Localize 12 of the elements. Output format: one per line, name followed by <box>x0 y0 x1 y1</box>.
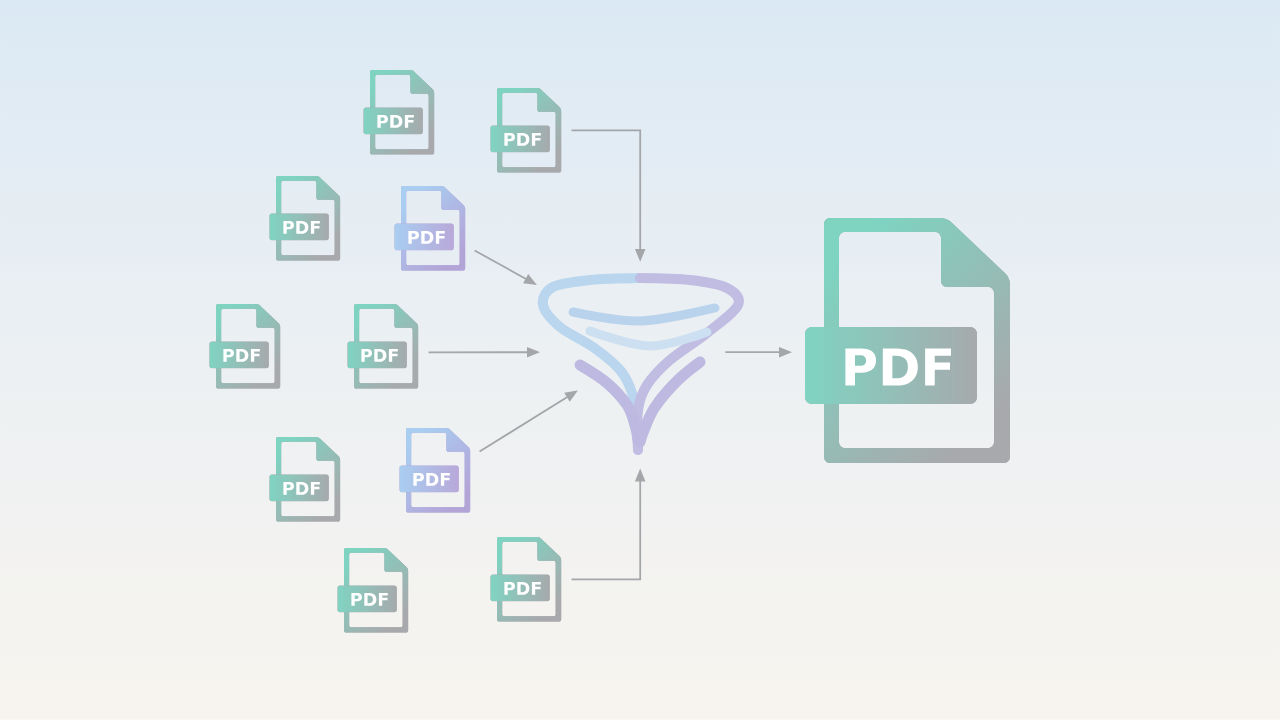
file-type-label: PDF <box>399 465 459 493</box>
file-type-label: PDF <box>490 574 550 602</box>
file-type-label: PDF <box>363 107 423 135</box>
file-type-label: PDF <box>269 474 329 502</box>
file-type-label: PDF <box>394 223 454 251</box>
file-type-label: PDF <box>347 341 407 369</box>
file-type-label: PDF <box>805 327 977 404</box>
file-type-label: PDF <box>209 341 269 369</box>
funnel-icon <box>537 273 744 455</box>
file-type-label: PDF <box>269 213 329 241</box>
file-type-label: PDF <box>490 125 550 153</box>
file-type-label: PDF <box>337 585 397 613</box>
